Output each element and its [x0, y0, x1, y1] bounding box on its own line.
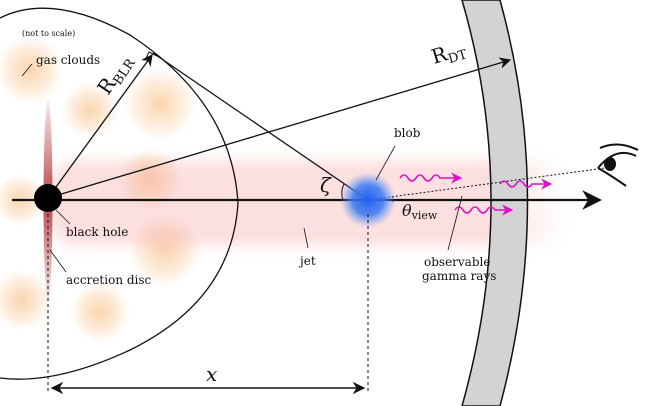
tangent-line [152, 52, 369, 201]
gas-cloud [62, 82, 118, 138]
black-hole [34, 184, 62, 212]
dusty-torus [461, 0, 529, 406]
zeta-label: ζ [320, 173, 332, 197]
photon-squiggle [454, 204, 514, 216]
observable-label-line1: observable [424, 255, 490, 269]
not-to-scale-label: (not to scale) [22, 29, 75, 38]
black-hole-label: black hole [66, 225, 128, 239]
accretion-disc-leader [49, 249, 67, 273]
gamma-leader [447, 195, 463, 251]
gas-clouds-label: gas clouds [36, 53, 100, 67]
photons [399, 172, 553, 216]
gas-cloud [0, 36, 64, 104]
theta-main: θ [402, 201, 412, 220]
gas-cloud [70, 282, 130, 342]
gas-cloud [124, 68, 196, 140]
r-dt-sub: DT [446, 47, 469, 67]
blr-boundary [0, 7, 239, 380]
photon-squiggle [399, 172, 463, 184]
r-dt-label: RDT [428, 36, 469, 72]
theta-sub: view [411, 209, 438, 222]
blob-leader [375, 145, 396, 181]
gas-clouds-leader [21, 63, 33, 77]
x-label: x [206, 362, 217, 386]
photon-squiggle [499, 178, 553, 190]
jet-glow [50, 160, 565, 246]
black-hole-leader [55, 209, 71, 225]
theta-view-label: θview [402, 201, 438, 222]
jet-leader [303, 227, 309, 249]
r-dt-arrow [47, 57, 512, 199]
blob-label: blob [394, 126, 421, 140]
eye-icon [597, 143, 639, 187]
jet-label: jet [298, 254, 316, 268]
accretion-disc-label: accretion disc [66, 273, 152, 287]
gas-cloud [0, 270, 52, 330]
r-blr-arrow [47, 54, 153, 199]
blob [340, 172, 396, 228]
observable-label-line2: gamma rays [422, 269, 496, 283]
